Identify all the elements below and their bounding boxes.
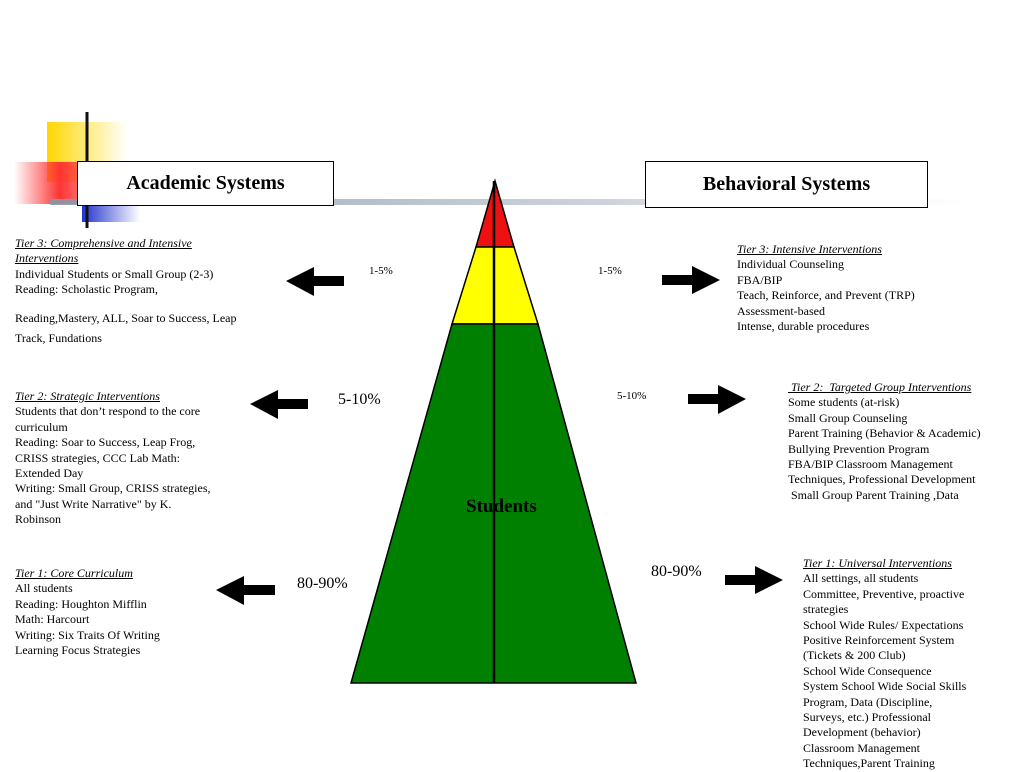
behavioral-tier2-block: Tier 2: Targeted Group Interventions Som…	[788, 380, 1013, 503]
academic-systems-title: Academic Systems	[77, 161, 334, 206]
arrow-left-tier2	[250, 390, 308, 419]
academic-tier2-line: Reading: Soar to Success, Leap Frog,	[15, 435, 196, 450]
academic-tier2-line: Students that don’t respond to the core	[15, 404, 201, 419]
behavioral-tier2-line: Parent Training (Behavior & Academic)	[788, 426, 981, 441]
academic-tier1-block: Tier 1: Core Curriculum All students Rea…	[15, 566, 215, 658]
behavioral-tier3-line: Teach, Reinforce, and Prevent (TRP)	[737, 288, 915, 303]
behavioral-tier1-block: Tier 1: Universal Interventions All sett…	[803, 556, 1013, 772]
behavioral-tier1-line: Development (behavior)	[803, 725, 921, 740]
behavioral-tier1-line: Committee, Preventive, proactive	[803, 586, 965, 601]
academic-tier1-line: Learning Focus Strategies	[15, 643, 141, 658]
arrow-right-tier2	[688, 385, 746, 414]
behavioral-pct-tier3: 1-5%	[598, 265, 622, 277]
academic-tier1-line: Writing: Six Traits Of Writing	[15, 627, 160, 642]
behavioral-tier2-line: Some students (at-risk)	[788, 395, 900, 410]
academic-pct-tier3: 1-5%	[369, 265, 393, 277]
behavioral-tier1-line: School Wide Rules/ Expectations	[803, 617, 964, 632]
behavioral-tier1-heading: Tier 1: Universal Interventions	[803, 556, 952, 570]
arrow-right-tier3	[662, 266, 720, 294]
behavioral-tier2-line: Techniques, Professional Development	[788, 472, 976, 487]
behavioral-systems-title: Behavioral Systems	[645, 161, 928, 208]
arrow-left-tier3	[286, 267, 344, 296]
academic-tier3-line: Reading: Scholastic Program,	[15, 282, 158, 297]
arrow-left-tier1	[216, 576, 275, 605]
academic-tier3-heading: Tier 3: Comprehensive and Intensive Inte…	[15, 236, 192, 266]
academic-tier2-line: Robinson	[15, 512, 62, 527]
academic-pct-tier1: 80-90%	[297, 575, 348, 592]
academic-tier3-block: Tier 3: Comprehensive and Intensive Inte…	[15, 236, 265, 346]
behavioral-tier3-heading: Tier 3: Intensive Interventions	[737, 242, 882, 256]
behavioral-tier1-line: strategies	[803, 602, 849, 617]
academic-tier2-line: Writing: Small Group, CRISS strategies,	[15, 481, 211, 496]
academic-pct-tier2: 5-10%	[338, 391, 381, 408]
academic-tier1-line: All students	[15, 581, 73, 596]
behavioral-tier3-line: Individual Counseling	[737, 257, 844, 272]
academic-tier1-heading: Tier 1: Core Curriculum	[15, 566, 133, 580]
behavioral-tier2-line: Small Group Parent Training ,Data	[788, 487, 959, 502]
behavioral-tier1-line: Classroom Management	[803, 740, 920, 755]
horizontal-rule	[50, 199, 970, 205]
academic-tier1-line: Math: Harcourt	[15, 612, 90, 627]
behavioral-pct-tier1: 80-90%	[651, 563, 702, 580]
behavioral-tier1-line: Program, Data (Discipline,	[803, 694, 933, 709]
behavioral-tier1-line: Surveys, etc.) Professional	[803, 710, 931, 725]
arrow-right-tier1	[725, 566, 783, 594]
behavioral-tier2-line: FBA/BIP Classroom Management	[788, 457, 953, 472]
academic-tier3-line: Individual Students or Small Group (2-3)	[15, 266, 214, 281]
behavioral-tier1-line: School Wide Consequence	[803, 663, 932, 678]
academic-tier2-line: CRISS strategies, CCC Lab Math:	[15, 450, 180, 465]
behavioral-tier1-line: Positive Reinforcement System	[803, 633, 955, 648]
behavioral-tier2-line: Bullying Prevention Program	[788, 441, 930, 456]
students-label: Students	[466, 496, 537, 517]
behavioral-tier3-line: FBA/BIP	[737, 272, 783, 287]
behavioral-tier2-heading: Tier 2: Targeted Group Interventions	[788, 380, 972, 394]
academic-tier2-line: curriculum	[15, 419, 68, 434]
behavioral-tier1-line: (Tickets & 200 Club)	[803, 648, 906, 663]
academic-tier2-line: Extended Day	[15, 466, 84, 481]
academic-tier2-heading: Tier 2: Strategic Interventions	[15, 389, 160, 403]
academic-tier2-block: Tier 2: Strategic Interventions Students…	[15, 389, 245, 528]
academic-tier3-line: Reading,Mastery, ALL, Soar to Success, L…	[15, 310, 237, 325]
behavioral-tier3-block: Tier 3: Intensive Interventions Individu…	[737, 242, 977, 334]
academic-tier2-line: and "Just Write Narrative" by K.	[15, 496, 172, 511]
academic-tier1-line: Reading: Houghton Mifflin	[15, 596, 147, 611]
behavioral-tier1-line: System School Wide Social Skills	[803, 679, 967, 694]
behavioral-tier1-line: All settings, all students	[803, 571, 919, 586]
academic-tier3-line: Track, Fundations	[15, 331, 102, 346]
behavioral-pct-tier2: 5-10%	[617, 390, 647, 402]
behavioral-tier3-line: Assessment-based	[737, 303, 825, 318]
behavioral-tier3-line: Intense, durable procedures	[737, 319, 870, 334]
behavioral-tier2-line: Small Group Counseling	[788, 410, 908, 425]
behavioral-tier1-line: Techniques,Parent Training	[803, 756, 935, 771]
